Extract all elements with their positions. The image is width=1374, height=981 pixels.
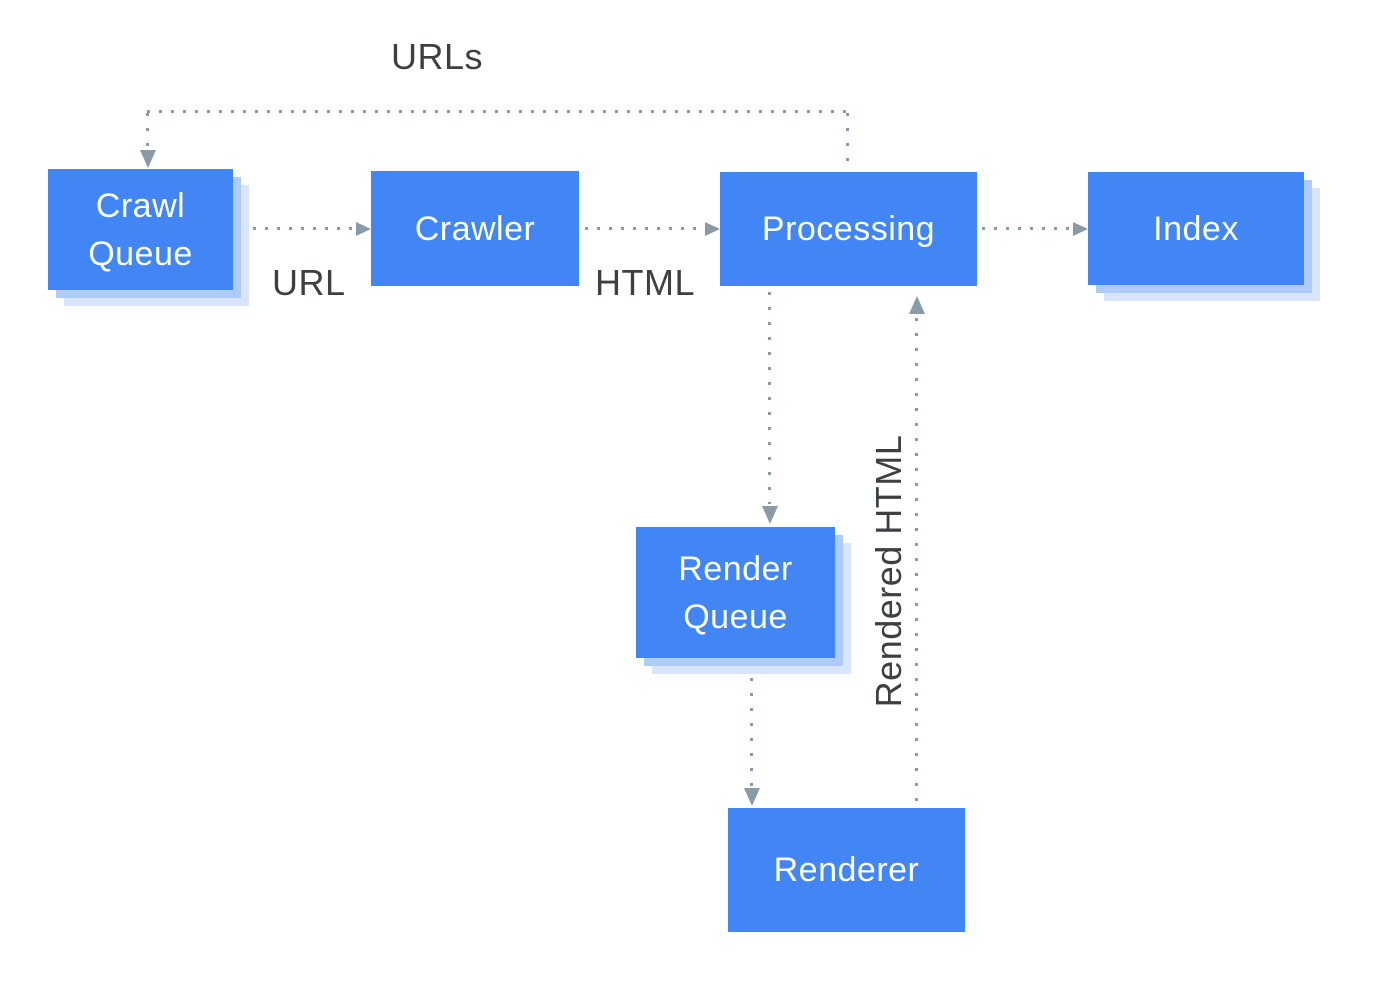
node-label-line: Crawler bbox=[414, 209, 536, 248]
connector-processing-to-renderqueue bbox=[768, 292, 771, 504]
node-render-queue: Render Queue bbox=[636, 527, 851, 674]
connector-processing-to-index bbox=[982, 227, 1070, 230]
node-label-line: Processing bbox=[761, 210, 936, 248]
arrowhead-up-into-processing bbox=[909, 296, 925, 314]
node-crawler-box: Crawler bbox=[371, 171, 579, 286]
arrowhead-down-into-crawl-queue bbox=[140, 150, 156, 168]
connector-renderqueue-to-renderer bbox=[750, 663, 753, 786]
node-renderer-box: Renderer bbox=[728, 808, 965, 932]
node-processing: Processing bbox=[720, 172, 977, 286]
node-renderer: Renderer bbox=[728, 808, 965, 932]
node-label-line: Queue bbox=[683, 597, 788, 636]
arrowhead-down-into-render-queue bbox=[762, 506, 778, 524]
node-index-box: Index bbox=[1088, 172, 1304, 285]
node-label-line: Renderer bbox=[773, 851, 920, 889]
connector-crawlqueue-to-crawler bbox=[253, 227, 353, 230]
arrowhead-right-into-index bbox=[1073, 222, 1088, 236]
edge-label-rendered-html: Rendered HTML bbox=[868, 434, 909, 708]
node-crawl-queue: Crawl Queue bbox=[48, 169, 249, 306]
connector-urls-vertical-right bbox=[846, 113, 849, 172]
node-label-line: Queue bbox=[88, 234, 193, 273]
node-processing-box: Processing bbox=[720, 172, 977, 286]
edge-label-url: URL bbox=[272, 262, 346, 303]
arrowhead-right-into-crawler bbox=[356, 222, 371, 236]
node-crawl-queue-box: Crawl Queue bbox=[48, 169, 233, 290]
arrowhead-right-into-processing bbox=[705, 222, 720, 236]
connector-renderer-to-processing bbox=[915, 318, 918, 808]
node-label-line: Index bbox=[1153, 209, 1239, 248]
arrowhead-down-into-renderer bbox=[744, 788, 760, 806]
node-label-line: Crawl bbox=[95, 186, 186, 225]
connector-urls-vertical-left bbox=[146, 113, 149, 150]
node-render-queue-box: Render Queue bbox=[636, 527, 835, 658]
node-crawler: Crawler bbox=[371, 171, 579, 286]
connector-crawler-to-processing bbox=[585, 227, 701, 230]
connector-urls-horizontal bbox=[147, 110, 849, 113]
node-index: Index bbox=[1088, 172, 1320, 301]
edge-label-html: HTML bbox=[595, 262, 695, 303]
edge-label-urls: URLs bbox=[391, 36, 484, 77]
node-label-line: Render bbox=[678, 549, 793, 588]
